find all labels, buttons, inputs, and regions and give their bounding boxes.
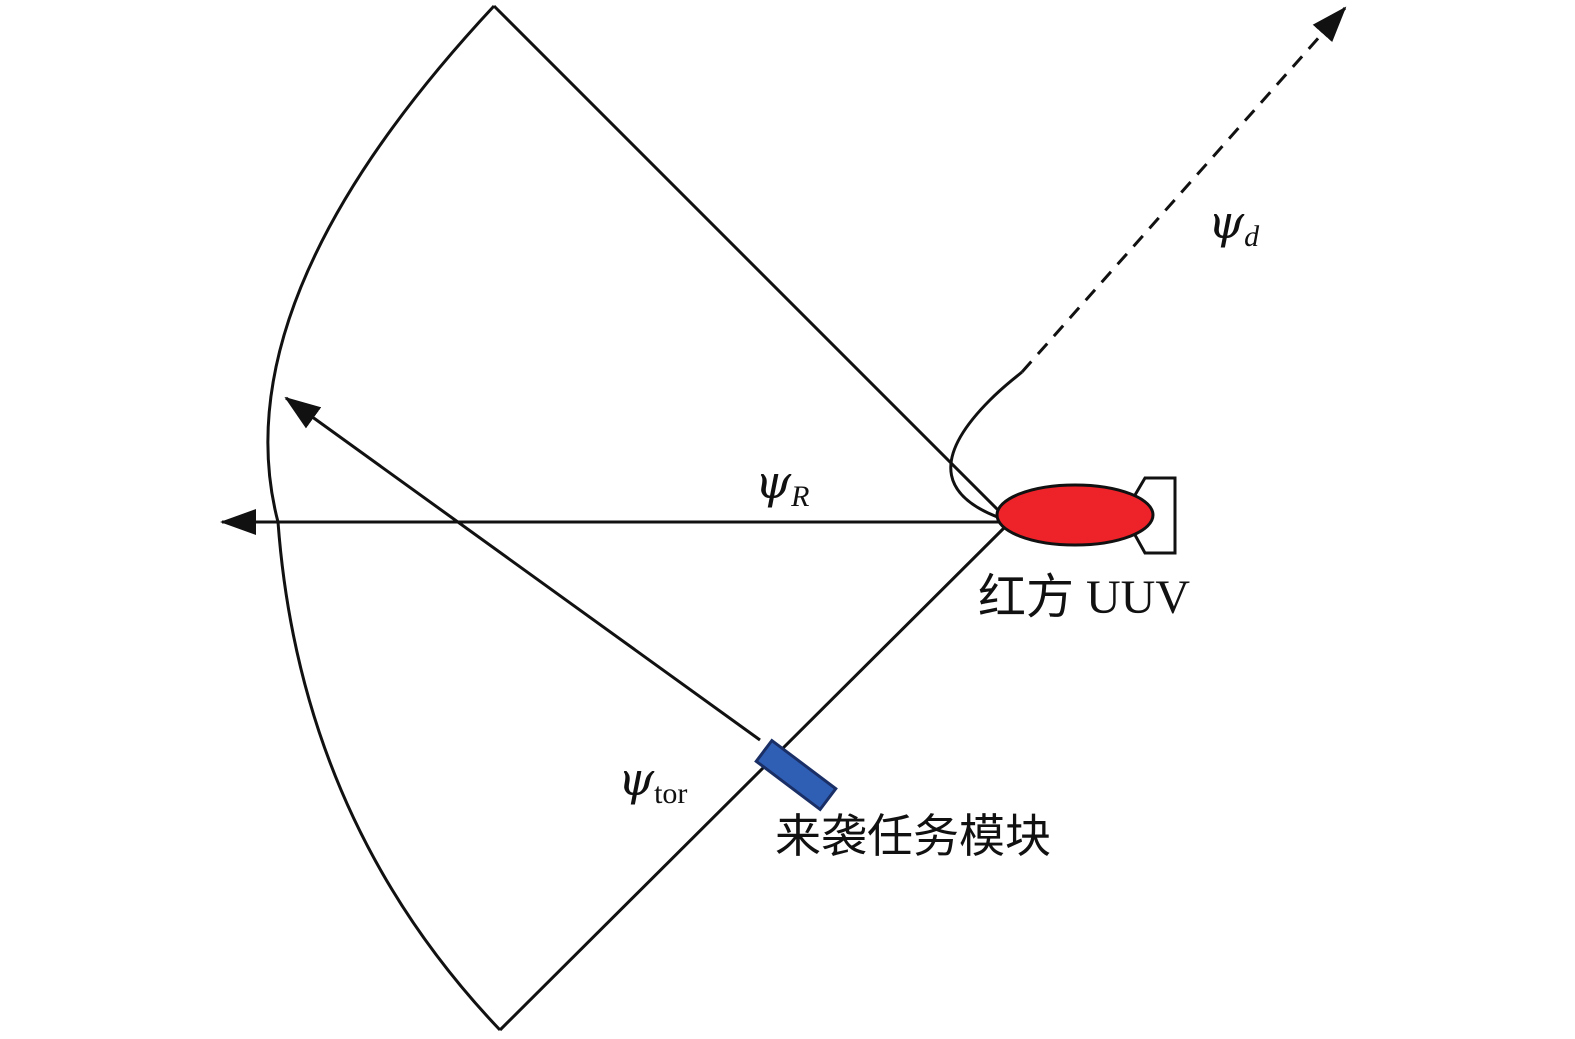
psi-d-subscript: d — [1244, 220, 1260, 253]
maneuver-curve — [949, 370, 1023, 524]
psi-d-symbol: ψ — [1208, 195, 1245, 249]
psi-r-label: ψR — [755, 455, 809, 513]
red-uuv-torpedo-icon — [995, 476, 1177, 555]
sector-bottom-edge — [498, 520, 1012, 1032]
incoming-module-rectangle-icon — [754, 738, 838, 812]
psi-d-dashed-arrow — [1020, 6, 1347, 373]
incoming-module-label: 来袭任务模块 — [775, 809, 1051, 863]
sector-top-edge — [492, 4, 1012, 524]
psi-r-symbol: ψ — [755, 455, 792, 509]
psi-tor-label: ψtor — [618, 752, 687, 810]
psi-r-subscript: R — [790, 480, 809, 513]
sector-arc — [266, 4, 502, 1032]
red-uuv-label: 红方 UUV — [978, 571, 1190, 624]
psi-tor-symbol: ψ — [618, 752, 655, 806]
uuv-body — [995, 483, 1155, 547]
psi-tor-subscript: tor — [654, 777, 687, 810]
psi-tor-arrow — [284, 396, 761, 742]
psi-d-label: ψd — [1208, 195, 1260, 253]
